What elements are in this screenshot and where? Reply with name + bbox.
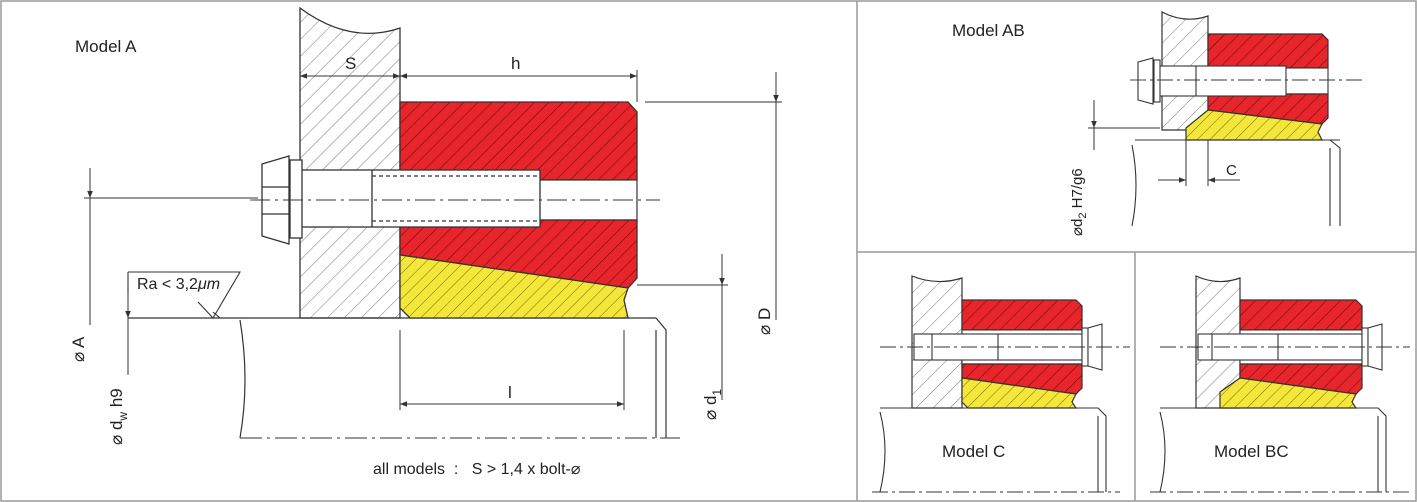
- dim-a: [84, 168, 258, 325]
- model-a-outer-ring-lower: [399, 219, 638, 289]
- model-ab-panel: Model AB ⌀d2 H7/g6 C: [952, 11, 1365, 236]
- dim-d2: [1088, 100, 1160, 150]
- model-a-inner-ring: [399, 254, 629, 319]
- model-ab-outer-ring-lower: [1207, 93, 1329, 125]
- model-ab-bolt: [1137, 57, 1287, 105]
- model-c-panel: Model C: [872, 275, 1130, 493]
- bolt-rule-note: all models : S > 1,4 x bolt-⌀: [373, 461, 581, 478]
- model-a-outer-ring: [399, 101, 638, 181]
- model-a-shaft: [128, 317, 667, 439]
- roughness-symbol: [127, 271, 241, 319]
- model-bc-title: Model BC: [1214, 442, 1289, 461]
- dim-l: [399, 330, 625, 410]
- roughness-label: Ra < 3,2μm: [137, 276, 220, 293]
- dim-d-label: ⌀ D: [755, 308, 774, 335]
- model-c-title: Model C: [942, 442, 1005, 461]
- model-c-outer-ring: [961, 299, 1083, 331]
- model-ab-outer-ring: [1207, 33, 1329, 69]
- model-bc-panel: Model BC: [1150, 275, 1410, 493]
- dim-a-label: ⌀ A: [69, 336, 88, 362]
- dim-s-label: S: [345, 54, 356, 73]
- dim-h-label: h: [511, 54, 520, 73]
- model-bc-shaft: [1159, 407, 1387, 493]
- dim-dw-label: ⌀ dw h9: [107, 388, 130, 445]
- dim-l-label: l: [508, 383, 512, 402]
- dim-c-label: C: [1226, 162, 1237, 179]
- model-a-title: Model A: [75, 37, 137, 56]
- model-a-panel: Model A: [69, 6, 782, 478]
- model-ab-shaft: [1131, 139, 1341, 227]
- dim-d1-label: ⌀ d1: [701, 389, 724, 420]
- dim-c: [1158, 140, 1240, 186]
- model-bc-outer-ring-lower: [1239, 363, 1363, 395]
- dim-d: [645, 72, 782, 320]
- dim-h: [400, 70, 638, 102]
- model-c-outer-ring-lower: [961, 363, 1083, 395]
- model-ab-title: Model AB: [952, 21, 1025, 40]
- model-bc-outer-ring: [1239, 299, 1363, 331]
- model-c-shaft: [879, 407, 1107, 493]
- dim-d1: [637, 254, 728, 400]
- dim-d2-label: ⌀d2 H7/g6: [1069, 168, 1089, 236]
